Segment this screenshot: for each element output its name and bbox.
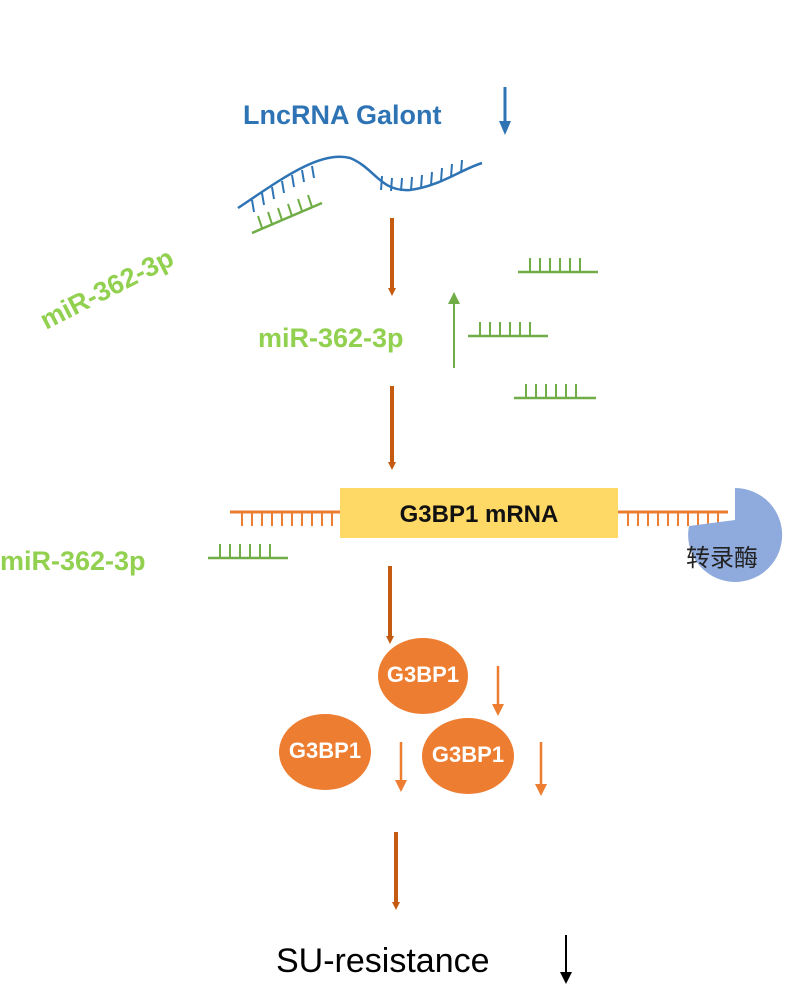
- protein-label-3: G3BP1: [432, 742, 504, 767]
- enzyme-label: 转录酶: [686, 544, 758, 572]
- protein-1: G3BP1: [378, 638, 468, 714]
- mrna-strand: [230, 510, 728, 526]
- lncrna-label: LncRNA Galont: [243, 100, 442, 130]
- protein-label-1: G3BP1: [387, 662, 459, 687]
- free-mirna-strand-1: [518, 258, 598, 274]
- enzyme-shape: [688, 487, 783, 582]
- free-mirna-strand-2: [468, 322, 548, 338]
- mirna-label-left: miR-362-3p: [0, 546, 146, 576]
- protein-2: G3BP1: [279, 714, 371, 790]
- lncrna-strand: [237, 155, 483, 213]
- outcome-label: SU-resistance: [276, 942, 490, 980]
- mirna-label-rotated: miR-362-3p: [35, 243, 178, 336]
- mirna-label-middle: miR-362-3p: [258, 323, 404, 353]
- free-mirna-strand-3: [514, 384, 596, 400]
- protein-3: G3BP1: [422, 718, 514, 794]
- mirna-strand-left: [208, 544, 288, 560]
- protein-label-2: G3BP1: [289, 738, 361, 763]
- mrna-box: [340, 488, 618, 538]
- mrna-label: G3BP1 mRNA: [400, 501, 559, 528]
- mirna-bound-lncrna: [251, 194, 323, 235]
